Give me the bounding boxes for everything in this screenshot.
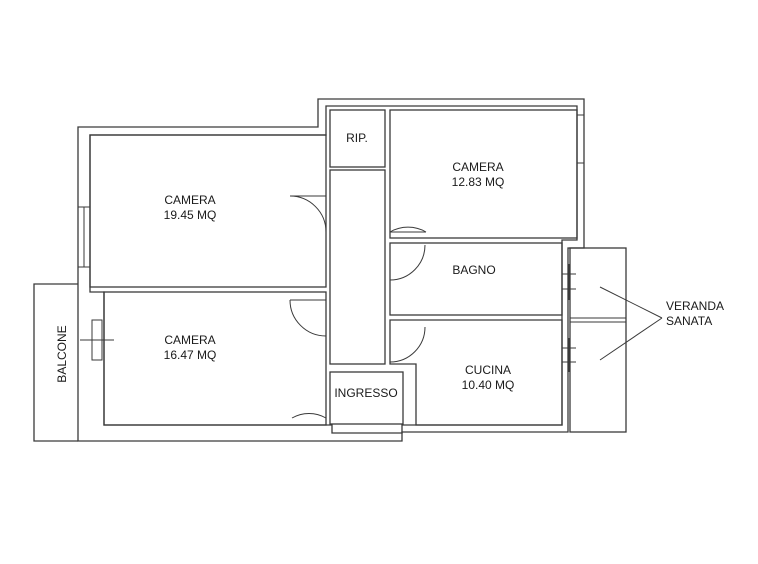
bagno-name: BAGNO <box>452 263 495 277</box>
camera-bottom-left-area: 16.47 MQ <box>164 348 217 362</box>
cucina-area: 10.40 MQ <box>462 378 515 392</box>
ripostiglio-name: RIP. <box>346 131 368 145</box>
camera-top-left-area: 19.45 MQ <box>164 208 217 222</box>
cucina-name: CUCINA <box>465 363 511 377</box>
ingresso-name: INGRESSO <box>334 386 397 400</box>
veranda-line1: VERANDA <box>666 299 724 313</box>
camera-top-right-area: 12.83 MQ <box>452 175 505 189</box>
doors <box>289 193 427 419</box>
balcone-name: BALCONE <box>55 325 69 382</box>
camera-top-right-name: CAMERA <box>452 160 503 174</box>
camera-bottom-left-name: CAMERA <box>164 333 215 347</box>
balcone <box>33 206 91 442</box>
veranda <box>569 247 663 433</box>
veranda-line2: SANATA <box>666 314 712 328</box>
windows <box>80 114 585 372</box>
camera-top-left-name: CAMERA <box>164 193 215 207</box>
